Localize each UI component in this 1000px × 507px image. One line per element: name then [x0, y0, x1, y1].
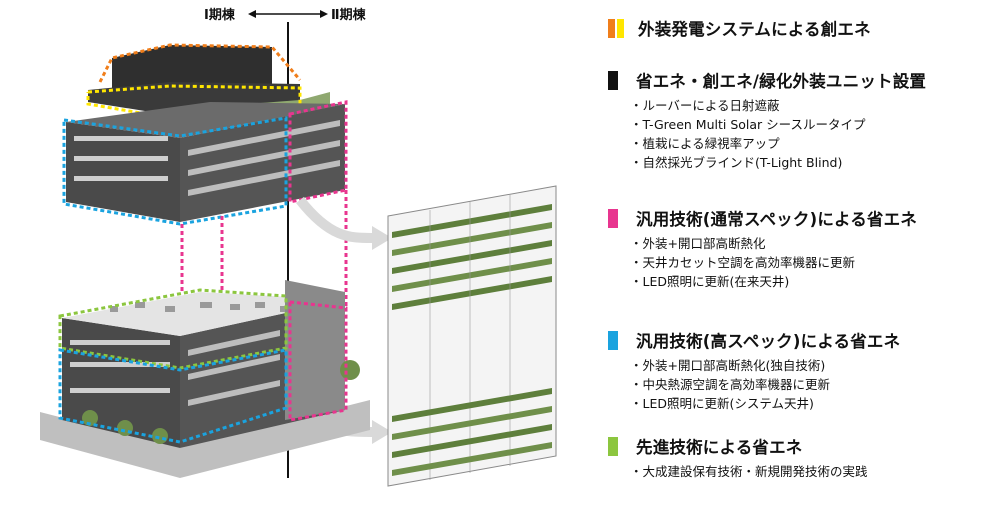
legend-section-standard-spec: 汎用技術(通常スペック)による省エネ 外装+開口部高断熱化 天井カセット空調を高… [608, 204, 996, 291]
black-swatch-icon [608, 70, 618, 90]
legend-section-green-facade: 省エネ・創エネ/緑化外装ユニット設置 ルーバーによる日射遮蔽 T-Green M… [608, 66, 996, 172]
lower-building-floorplan [62, 292, 345, 336]
legend-item: ルーバーによる日射遮蔽 [630, 96, 996, 115]
ground-plane [40, 400, 370, 478]
lower-phase2-volume [285, 280, 345, 420]
upper-building-side [180, 104, 345, 222]
curved-arrow-lower-head [372, 420, 392, 444]
legend-section-title: 汎用技術(通常スペック)による省エネ [636, 210, 918, 229]
legend-item: 植栽による緑視率アップ [630, 134, 996, 153]
phase-left-label: Ⅰ期棟 [204, 7, 236, 23]
legend-item: 外装+開口部高断熱化 [630, 234, 996, 253]
legend-item: 大成建設保有技術・新規開発技術の実践 [630, 462, 996, 481]
legend-item: LED照明に更新(在来天井) [630, 272, 996, 291]
legend-section-title: 先進技術による省エネ [636, 438, 803, 457]
cyan-swatch-icon [608, 330, 618, 350]
arrow-left-icon [248, 10, 256, 18]
legend-section-title: 省エネ・創エネ/緑化外装ユニット設置 [636, 72, 927, 91]
lower-building [40, 280, 370, 478]
legend-section-title: 外装発電システムによる創エネ [638, 20, 871, 39]
roof-solar-outline-yellow [86, 84, 302, 120]
orange-swatch-icon [608, 18, 615, 38]
building-diagram: Ⅰ期棟 Ⅱ期棟 [40, 7, 557, 487]
lower-cyan-outline [58, 348, 288, 444]
legend-section-title: 汎用技術(高スペック)による省エネ [636, 332, 901, 351]
magenta-swatch-icon [608, 208, 618, 228]
lower-side-windows [188, 330, 280, 406]
yellow-swatch-icon [617, 18, 624, 38]
legend-section-high-spec: 汎用技術(高スペック)による省エネ 外装+開口部高断熱化(独自技術) 中央熱源空… [608, 326, 996, 413]
legend-item: LED照明に更新(システム天井) [630, 394, 996, 413]
upper-side-windows [188, 120, 340, 196]
green-swatch-icon [608, 436, 618, 456]
upper-front-windows [74, 136, 168, 181]
curved-arrow-upper-head [372, 226, 392, 250]
legend-item: T-Green Multi Solar シースルータイプ [630, 115, 996, 134]
arrow-right-icon [320, 10, 328, 18]
upper-building [62, 43, 348, 226]
phase-right-label: Ⅱ期棟 [331, 7, 367, 23]
legend-item: 自然採光ブラインド(T-Light Blind) [630, 153, 996, 172]
legend-panel: 外装発電システムによる創エネ 省エネ・創エネ/緑化外装ユニット設置 ルーバーによ… [608, 0, 996, 507]
legend-item: 中央熱源空調を高効率機器に更新 [630, 375, 996, 394]
curved-arrow-upper [296, 196, 373, 243]
lower-magenta-outline [288, 300, 348, 422]
lower-green-outline [58, 288, 288, 370]
facade-upper-rows [392, 204, 552, 310]
legend-item: 天井カセット空調を高効率機器に更新 [630, 253, 996, 272]
legend-section-energy-creation: 外装発電システムによる創エネ [608, 14, 996, 42]
legend-section-advanced: 先進技術による省エネ 大成建設保有技術・新規開発技術の実践 [608, 432, 996, 481]
upper-building-front [66, 122, 180, 222]
lower-front-windows [70, 340, 170, 393]
legend-item: 外装+開口部高断熱化(独自技術) [630, 356, 996, 375]
roof-solar-outline-orange [98, 43, 302, 83]
facade-lower-rows [392, 388, 552, 476]
facade-grid-lines [429, 195, 511, 480]
facade-unit-panel [387, 185, 557, 487]
upper-magenta-outline [288, 100, 348, 204]
